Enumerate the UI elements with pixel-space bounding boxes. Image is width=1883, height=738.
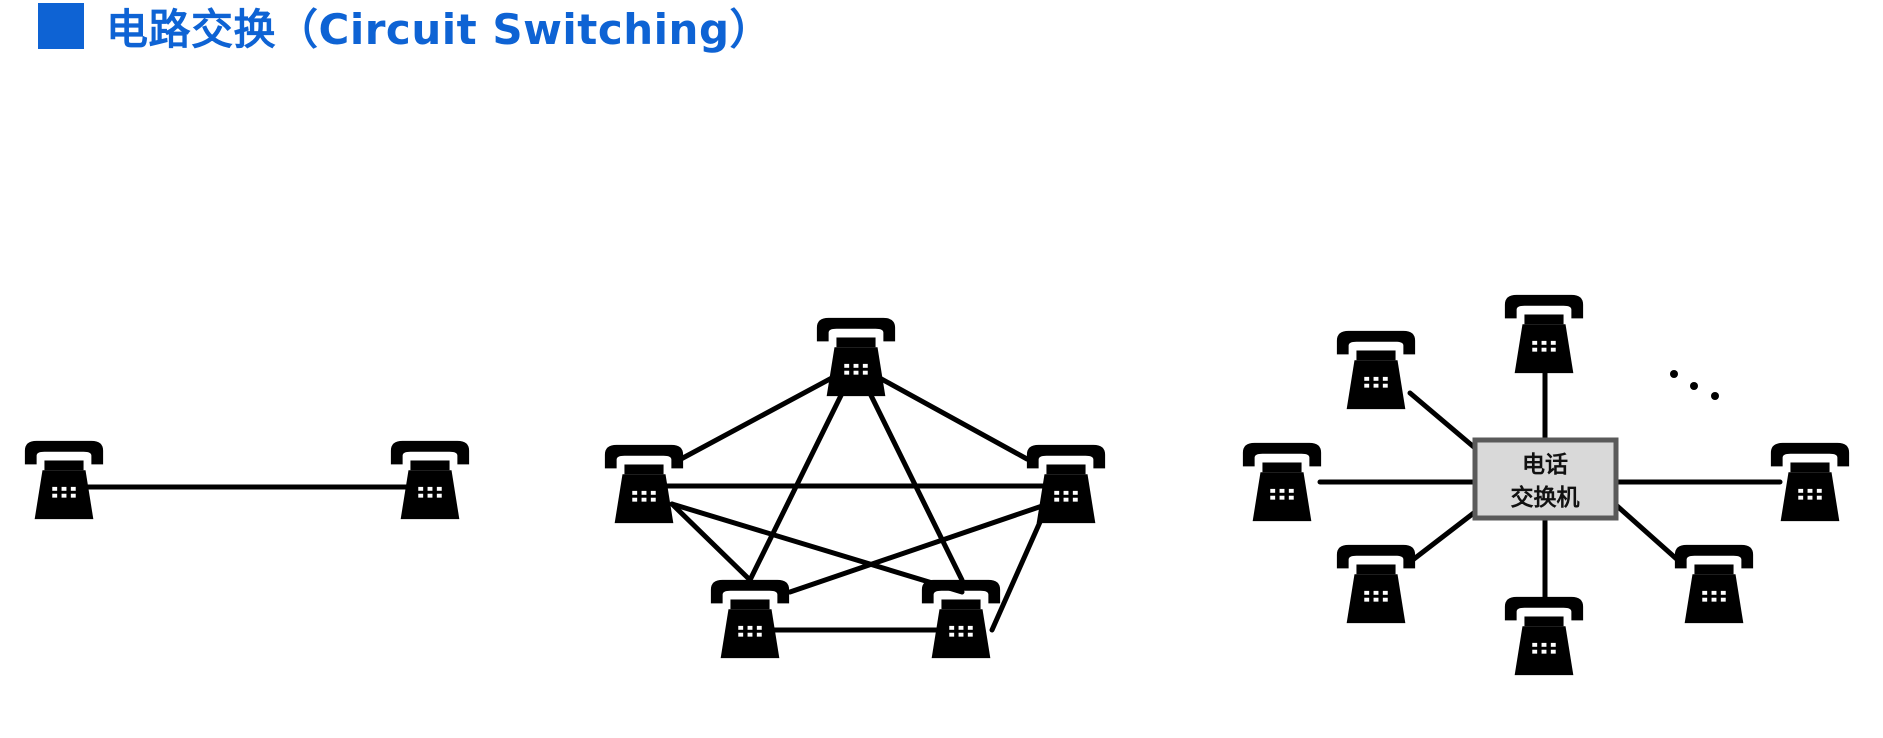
mesh-link bbox=[747, 362, 859, 583]
title-marker-square bbox=[38, 3, 84, 49]
telephone-icon bbox=[1336, 544, 1416, 624]
mesh-link bbox=[853, 362, 965, 583]
telephone-icon bbox=[1504, 294, 1584, 374]
ellipsis-dots bbox=[1670, 370, 1719, 400]
telephone-icon bbox=[1336, 330, 1416, 410]
title-text: 电路交换（Circuit Switching） bbox=[106, 4, 773, 54]
star-link bbox=[1407, 390, 1478, 451]
mesh-link bbox=[678, 362, 859, 462]
telephone-icon bbox=[24, 440, 104, 520]
star-link bbox=[1407, 509, 1478, 565]
page-title: 电路交换（Circuit Switching） bbox=[38, 0, 772, 54]
star-link bbox=[1613, 502, 1683, 565]
mesh-link bbox=[989, 501, 1051, 633]
star-switch-diagram: 电话 交换机 bbox=[1242, 294, 1850, 676]
telephone-icon bbox=[816, 317, 896, 397]
full-mesh-diagram bbox=[604, 317, 1106, 659]
telephone-icon bbox=[1674, 544, 1754, 624]
mesh-link bbox=[669, 501, 965, 595]
telephone-icon bbox=[1242, 442, 1322, 522]
telephone-switch-box bbox=[1472, 437, 1619, 521]
switch-label-line1: 电话 bbox=[1522, 452, 1568, 478]
point-to-point-diagram bbox=[24, 440, 470, 520]
switch-label-line2: 交换机 bbox=[1511, 484, 1580, 511]
telephone-icon bbox=[1770, 442, 1850, 522]
telephone-icon bbox=[1504, 596, 1584, 676]
telephone-icon bbox=[710, 579, 790, 659]
mesh-link bbox=[669, 501, 753, 583]
mesh-link bbox=[853, 362, 1030, 462]
telephone-icon bbox=[390, 440, 470, 520]
mesh-link bbox=[787, 501, 1051, 595]
